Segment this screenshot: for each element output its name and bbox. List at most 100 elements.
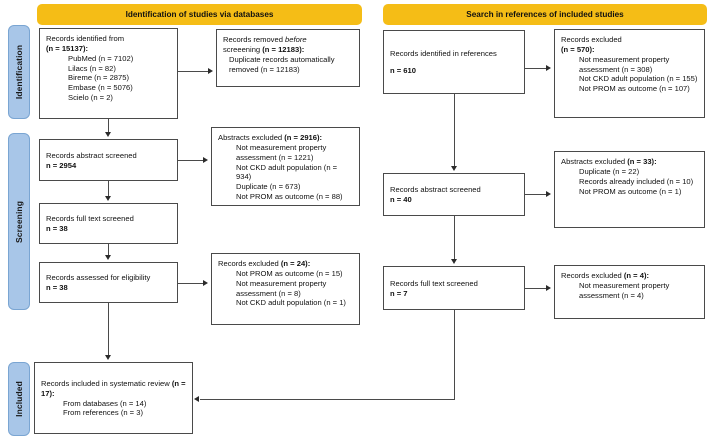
connector-references-identified-to-abstract [454, 94, 455, 166]
arrow-fulltext-to-eligibility [105, 255, 111, 260]
records-excluded-db-reason-1: Not PROM as outcome (n = 15) [236, 268, 343, 278]
arrow-references-identified-to-abstract [451, 166, 457, 171]
section-header-references: Search in references of included studies [383, 4, 707, 25]
records-removed-before-italic: before [285, 35, 307, 44]
abstracts-excluded-count: (n = 2916): [284, 133, 323, 142]
connector-references-fulltext-to-included-vertical [454, 310, 455, 399]
abstracts-excluded-reason-4: Not PROM as outcome (n = 88) [236, 192, 343, 202]
arrow-references-abstract-to-fulltext [451, 259, 457, 264]
arrow-references-abstract-to-excluded [546, 190, 551, 197]
references-abstracts-excluded-reason-1: Duplicate (n = 22) [579, 166, 640, 176]
records-excluded-db-count: (n = 24): [280, 259, 311, 268]
box-records-included-systematic-review: Records included in systematic review (n… [34, 362, 193, 434]
records-removed-lead-b: screeening [223, 44, 263, 54]
box-records-excluded-references-fulltext: Records excluded (n = 4): Not measuremen… [554, 265, 705, 319]
references-fulltext-excluded-count: (n = 4): [623, 271, 650, 280]
records-excluded-db-reason-3: Not CKD adult population (n = 1) [236, 298, 346, 308]
included-lead: Records included in systematic review [41, 378, 172, 388]
connector-abstract-to-fulltext [108, 181, 109, 196]
arrow-references-identified-to-excluded [546, 64, 551, 71]
source-bireme: Bireme (n = 2875) [68, 73, 129, 83]
references-excluded-reason-2: Not CKD adult population (n = 155) [579, 74, 698, 84]
box-records-assessed-eligibility: Records assessed for eligibility n = 38 [39, 262, 178, 303]
records-excluded-db-reason-2: Not measurement property assessment (n =… [236, 278, 327, 298]
references-full-text-label: Records full text screened [390, 278, 478, 288]
references-abstracts-excluded-reason-2: Records already included (n = 10) [579, 176, 694, 186]
references-full-text-count: n = 7 [390, 288, 408, 298]
references-fulltext-excluded-lead: Records excluded [561, 271, 624, 280]
arrow-eligibility-to-excluded [203, 279, 208, 286]
box-records-excluded-databases: Records excluded (n = 24): Not PROM as o… [211, 253, 360, 325]
source-lilacs: Lilacs (n = 82) [68, 63, 116, 73]
phase-label-identification: Identification [8, 25, 30, 119]
connector-fulltext-to-eligibility [108, 244, 109, 256]
references-abstracts-excluded-lead: Abstracts excluded [561, 157, 628, 166]
records-removed-detail: Duplicate records automatically removed … [229, 54, 335, 74]
records-identified-count: (n = 15137): [46, 43, 88, 53]
references-abstracts-excluded-reason-3: Not PROM as outcome (n = 1) [579, 186, 682, 196]
references-excluded-reason-1: Not measurement property assessment (n =… [579, 54, 670, 74]
references-identified-count: n = 610 [390, 66, 416, 75]
connector-references-abstract-to-excluded [525, 194, 547, 195]
phase-label-screening-text: Screening [14, 200, 24, 243]
included-from-references: From references (n = 3) [63, 408, 143, 418]
connector-identified-to-abstract [108, 119, 109, 133]
box-records-full-text-screened-references: Records full text screened n = 7 [383, 266, 525, 310]
box-abstracts-excluded-databases: Abstracts excluded (n = 2916): Not measu… [211, 127, 360, 206]
records-removed-lead: Records removed [223, 35, 286, 44]
references-fulltext-excluded-reason-1: Not measurement property assessment (n =… [579, 280, 670, 300]
full-text-screened-label: Records full text screened [46, 214, 134, 224]
references-excluded-count: (n = 570): [561, 44, 595, 54]
connector-references-fulltext-to-included-horizontal [200, 399, 455, 400]
box-abstracts-excluded-references: Abstracts excluded (n = 33): Duplicate (… [554, 151, 705, 228]
source-pubmed: PubMed (n = 7102) [68, 53, 134, 63]
arrow-abstract-to-excluded [203, 156, 208, 163]
arrow-references-fulltext-to-excluded [546, 284, 551, 291]
connector-eligibility-to-included [108, 303, 109, 355]
references-abstract-screened-label: Records abstract screened [390, 185, 481, 195]
abstract-screened-label: Records abstract screened [46, 150, 137, 160]
box-records-excluded-references-identified: Records excluded (n = 570): Not measurem… [554, 29, 705, 118]
phase-label-included: Included [8, 362, 30, 436]
phase-label-screening: Screening [8, 133, 30, 310]
included-count: (n = 17): [41, 378, 186, 398]
abstracts-excluded-reason-3: Duplicate (n = 673) [236, 182, 301, 192]
section-header-databases: Identification of studies via databases [37, 4, 362, 25]
records-removed-count: (n = 12183): [262, 44, 305, 54]
records-excluded-db-lead: Records excluded [218, 259, 281, 268]
references-identified-label: Records identified in references [390, 49, 497, 59]
connector-abstract-to-excluded [178, 160, 204, 161]
connector-identified-to-removed [178, 71, 209, 72]
records-identified-lead: Records identified from [46, 34, 125, 43]
connector-eligibility-to-excluded [178, 283, 204, 284]
references-excluded-reason-3: Not PROM as outcome (n = 107) [579, 84, 690, 94]
phase-label-included-text: Included [14, 381, 24, 417]
connector-references-abstract-to-fulltext [454, 216, 455, 259]
box-records-removed-before-screening: Records removed before screeening (n = 1… [216, 29, 360, 87]
phase-label-identification-text: Identification [14, 44, 25, 100]
source-embase: Embase (n = 5076) [68, 83, 133, 93]
box-records-identified-references: Records identified in references n = 610 [383, 30, 525, 94]
arrow-references-to-included [194, 395, 199, 402]
source-scielo: Scielo (n = 2) [68, 93, 113, 103]
assessed-eligibility-label: Records assessed for eligibility [46, 273, 151, 283]
abstracts-excluded-reason-2: Not CKD adult population (n = 934) [236, 162, 338, 182]
arrow-abstract-to-fulltext [105, 196, 111, 201]
references-abstract-screened-count: n = 40 [390, 195, 412, 204]
box-records-identified-databases: Records identified from (n = 15137): Pub… [39, 28, 178, 119]
arrow-identified-to-removed [208, 67, 213, 74]
included-from-databases: From databases (n = 14) [63, 398, 147, 408]
box-records-abstract-screened-databases: Records abstract screened n = 2954 [39, 139, 178, 181]
full-text-screened-count: n = 38 [46, 224, 68, 233]
connector-references-identified-to-excluded [525, 68, 547, 69]
box-records-abstract-screened-references: Records abstract screened n = 40 [383, 173, 525, 216]
arrow-identified-to-abstract [105, 132, 111, 137]
references-abstracts-excluded-count: (n = 33): [627, 157, 657, 166]
abstracts-excluded-reason-1: Not measurement property assessment (n =… [236, 142, 327, 162]
references-excluded-lead: Records excluded [561, 35, 622, 44]
abstract-screened-count: n = 2954 [46, 160, 77, 170]
box-records-full-text-screened-databases: Records full text screened n = 38 [39, 203, 178, 244]
arrow-eligibility-to-included [105, 355, 111, 360]
connector-references-fulltext-to-excluded [525, 288, 547, 289]
